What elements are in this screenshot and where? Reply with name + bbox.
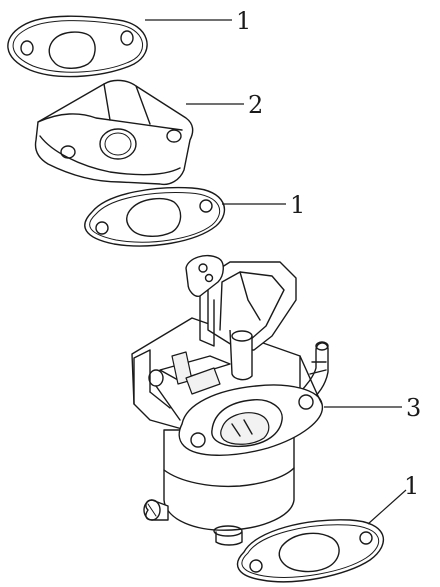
gasket-top	[7, 15, 148, 78]
leader-line-1-bottom	[367, 489, 407, 525]
gasket-mid	[84, 186, 226, 247]
callout-2-spacer: 2	[248, 91, 263, 119]
spacer-block	[34, 79, 194, 186]
callout-1-bottom-gasket: 1	[404, 472, 419, 500]
carburetor	[131, 254, 329, 546]
callout-1-top-gasket: 1	[236, 7, 251, 35]
gasket-bottom	[236, 519, 385, 583]
callout-3-carburetor: 3	[406, 394, 421, 422]
callout-1-mid-gasket: 1	[290, 191, 305, 219]
